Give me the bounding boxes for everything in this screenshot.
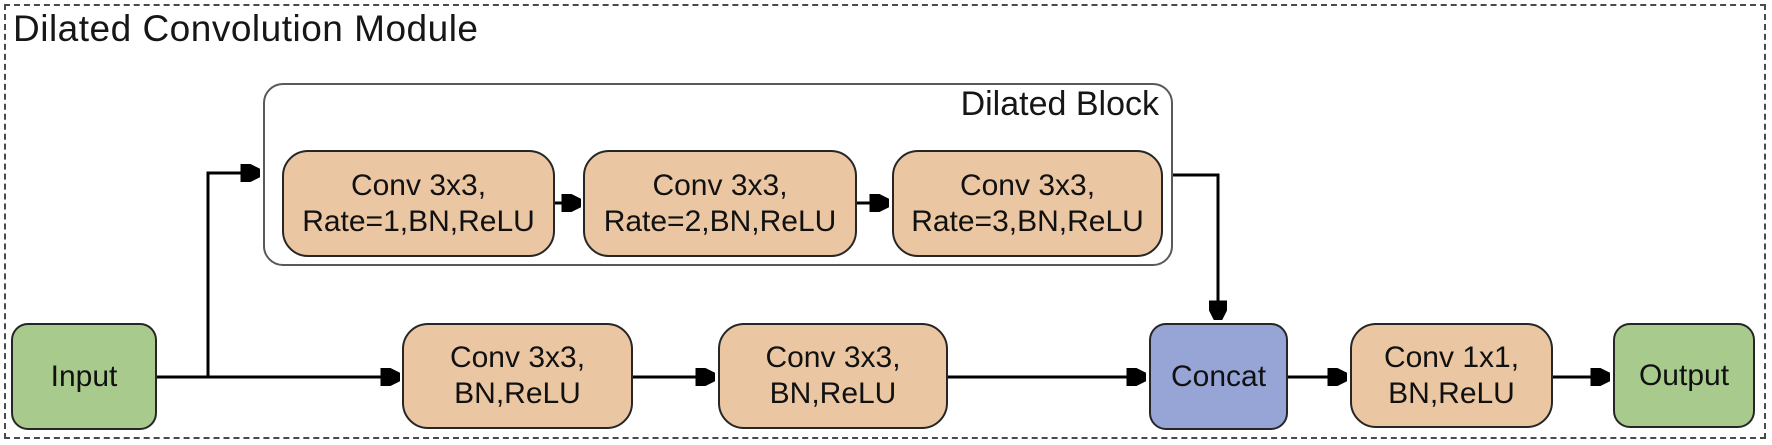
module-title: Dilated Convolution Module (13, 8, 479, 49)
node-text-line2: Rate=2,BN,ReLU (603, 204, 837, 238)
input-node: Input (11, 323, 157, 430)
node-text-line1: Conv 3x3, (652, 168, 788, 202)
conv3x3-node-2: Conv 3x3, BN,ReLU (718, 323, 948, 429)
node-text-line2: BN,ReLU (454, 377, 581, 410)
dilated-conv-rate1-node: Conv 3x3, Rate=1,BN,ReLU (282, 150, 555, 257)
node-text-line2: Rate=3,BN,ReLU (911, 204, 1144, 238)
dilated-conv-rate2-node: Conv 3x3, Rate=2,BN,ReLU (583, 150, 857, 257)
dilated-block-label: Dilated Block (960, 85, 1159, 123)
concat-node: Concat (1149, 323, 1288, 430)
node-text-line2: BN,ReLU (1388, 376, 1515, 410)
node-text-line1: Conv 3x3, (959, 168, 1096, 202)
node-text-line1: Conv 1x1, (1383, 340, 1520, 374)
node-text-line1: Conv 3x3, (449, 341, 586, 374)
conv1x1-node: Conv 1x1, BN,ReLU (1350, 323, 1553, 428)
module-dashed-frame (4, 4, 1766, 439)
dilated-conv-rate3-node: Conv 3x3, Rate=3,BN,ReLU (892, 150, 1163, 257)
node-text-line2: BN,ReLU (769, 377, 897, 410)
node-text: Concat (1170, 359, 1267, 393)
conv3x3-node-1: Conv 3x3, BN,ReLU (402, 323, 633, 429)
node-text: Input (50, 359, 118, 393)
output-node: Output (1613, 323, 1755, 428)
node-text-line2: Rate=1,BN,ReLU (302, 204, 535, 238)
node-text-line1: Conv 3x3, (765, 341, 901, 374)
node-text: Output (1638, 358, 1730, 392)
node-text-line1: Conv 3x3, (350, 168, 487, 202)
